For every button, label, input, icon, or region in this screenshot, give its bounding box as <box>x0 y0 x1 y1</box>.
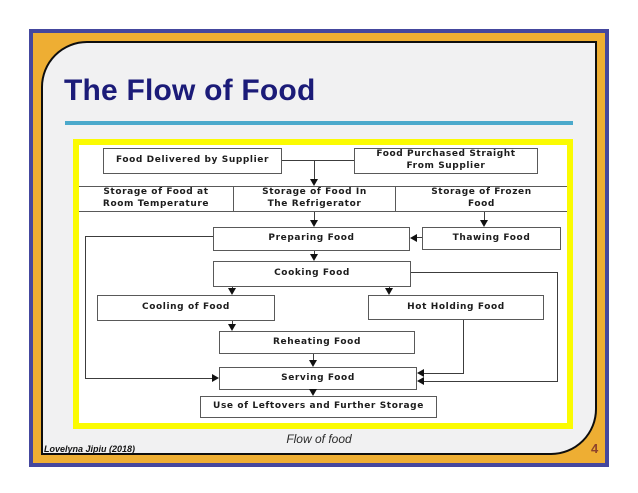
page-number: 4 <box>591 441 599 456</box>
node-serving-food: Serving Food <box>219 367 417 390</box>
node-storage-frozen: Storage of Frozen Food <box>395 187 567 211</box>
connector-line <box>484 212 485 221</box>
arrowhead-down <box>310 179 318 186</box>
slide-title: The Flow of Food <box>64 74 316 107</box>
node-cooling-of-food: Cooling of Food <box>97 295 275 321</box>
arrowhead-down <box>309 360 317 367</box>
connector-line <box>282 160 354 161</box>
flowchart: Food Delivered by Supplier Food Purchase… <box>79 145 567 423</box>
connector-line <box>463 320 464 373</box>
connector-line <box>314 212 315 221</box>
arrowhead-down <box>228 324 236 331</box>
node-food-purchased: Food Purchased Straight From Supplier <box>354 148 538 174</box>
connector-line <box>424 373 464 374</box>
connector-line <box>85 236 213 237</box>
node-reheating-food: Reheating Food <box>219 331 415 354</box>
node-thawing-food: Thawing Food <box>422 227 561 250</box>
node-food-delivered: Food Delivered by Supplier <box>103 148 282 174</box>
connector-line <box>314 160 315 180</box>
arrowhead-left <box>417 377 424 385</box>
arrowhead-down <box>310 220 318 227</box>
node-cooking-food: Cooking Food <box>213 261 411 287</box>
storage-row: Storage of Food at Room Temperature Stor… <box>79 186 567 212</box>
arrowhead-down <box>385 288 393 295</box>
author-credit: Lovelyna Jipiu (2018) <box>44 444 136 454</box>
arrowhead-down <box>228 288 236 295</box>
arrowhead-down <box>480 220 488 227</box>
node-storage-refrigerator: Storage of Food In The Refrigerator <box>233 187 395 211</box>
connector-line <box>313 354 314 361</box>
flowchart-panel: Food Delivered by Supplier Food Purchase… <box>73 139 573 429</box>
node-preparing-food: Preparing Food <box>213 227 410 251</box>
connector-line <box>411 272 557 273</box>
connector-line <box>416 237 422 238</box>
connector-line <box>85 236 86 378</box>
figure-caption: Flow of food <box>286 432 352 446</box>
node-storage-room-temperature: Storage of Food at Room Temperature <box>102 187 210 209</box>
arrowhead-right <box>212 374 219 382</box>
arrowhead-down <box>310 254 318 261</box>
node-hot-holding-food: Hot Holding Food <box>368 295 544 320</box>
connector-line <box>557 272 558 381</box>
title-underline <box>65 121 573 125</box>
arrowhead-left <box>410 234 417 242</box>
connector-line <box>232 321 233 325</box>
connector-line <box>85 378 213 379</box>
node-use-of-leftovers: Use of Leftovers and Further Storage <box>200 396 437 418</box>
arrowhead-down <box>309 389 317 396</box>
connector-line <box>314 251 315 255</box>
arrowhead-left <box>417 369 424 377</box>
connector-line <box>424 381 558 382</box>
